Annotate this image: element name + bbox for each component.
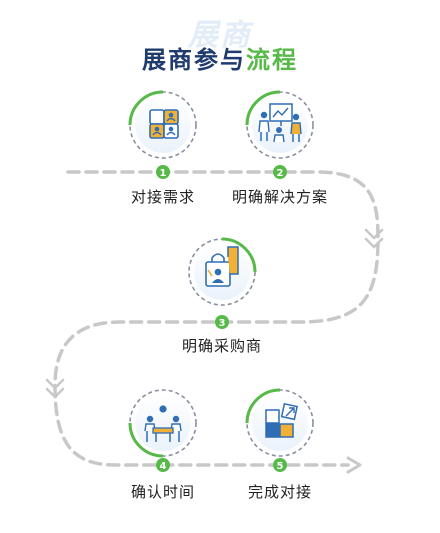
page-title: 展商参与流程 — [0, 40, 440, 75]
puzzle-pieces-icon — [265, 402, 298, 438]
step-number: 2 — [277, 168, 284, 179]
step-label: 对接需求 — [130, 188, 196, 206]
step-number: 4 — [160, 461, 167, 472]
flow-arrowhead — [346, 456, 362, 474]
step-number: 1 — [160, 168, 167, 179]
step-2: 2 — [245, 90, 314, 179]
team-presentation-icon — [258, 103, 302, 143]
step-label: 明确采购商 — [181, 337, 263, 355]
step-number: 5 — [277, 461, 284, 472]
step-4: 4 — [128, 389, 197, 472]
step-label: 明确解决方案 — [231, 188, 329, 206]
title-part-1: 展商参与 — [142, 46, 246, 74]
step-1: 1 — [128, 90, 197, 179]
step-label: 确认时间 — [130, 483, 196, 501]
puzzle-people-icon — [149, 109, 179, 139]
flow-path — [53, 170, 380, 467]
step-label: 完成对接 — [247, 483, 313, 501]
step-number: 3 — [219, 318, 226, 329]
title-watermark: 展商 — [188, 18, 252, 53]
step-5: 5 — [245, 388, 314, 472]
shopping-bag-icon — [205, 246, 239, 287]
step-3: 3 — [188, 237, 257, 329]
chevron-down-icon — [364, 228, 384, 249]
title-part-2: 流程 — [246, 46, 298, 74]
chevron-down-icon — [45, 378, 65, 399]
meeting-icon — [144, 405, 182, 442]
